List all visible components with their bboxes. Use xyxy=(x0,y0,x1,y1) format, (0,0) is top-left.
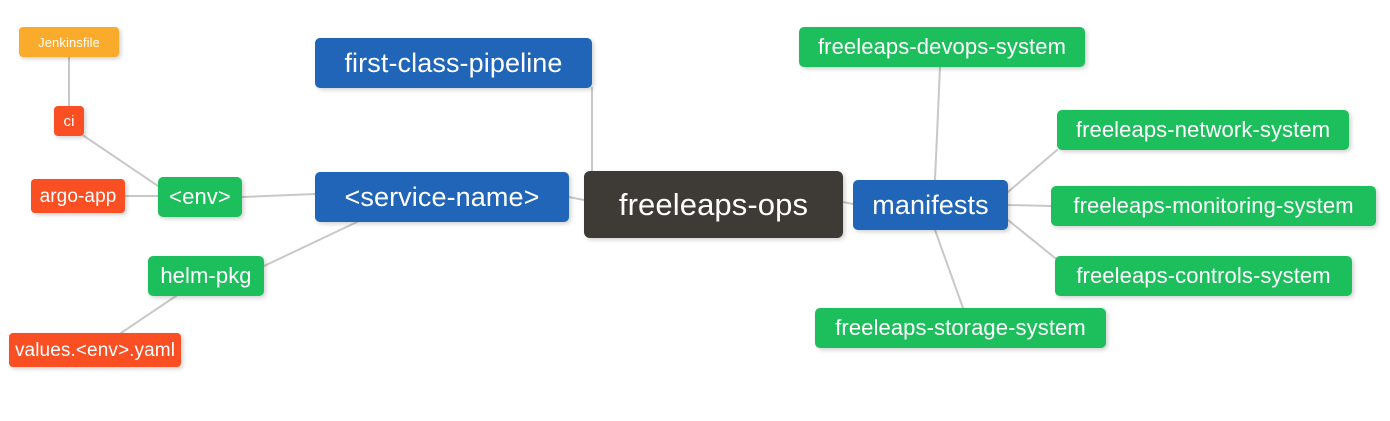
node-label-first-class-pipeline: first-class-pipeline xyxy=(344,47,563,78)
node-freeleaps-ops[interactable]: freeleaps-ops xyxy=(584,171,843,238)
edge-manifests-to-freeleaps-storage-system xyxy=(934,229,964,309)
node-values-env-yaml[interactable]: values.<env>.yaml xyxy=(9,333,181,367)
node-first-class-pipeline[interactable]: first-class-pipeline xyxy=(315,38,592,88)
edge-service-name-to-env xyxy=(241,193,316,198)
edge-manifests-to-freeleaps-devops-system xyxy=(934,66,941,181)
edge-manifests-to-freeleaps-network-system xyxy=(1007,149,1058,193)
node-manifests[interactable]: manifests xyxy=(853,180,1008,230)
node-label-freeleaps-devops-system: freeleaps-devops-system xyxy=(817,34,1067,59)
node-label-jenkinsfile: Jenkinsfile xyxy=(38,34,100,50)
node-freeleaps-monitoring-system[interactable]: freeleaps-monitoring-system xyxy=(1051,186,1376,226)
edge-manifests-to-freeleaps-monitoring-system xyxy=(1007,204,1052,207)
node-label-service-name: <service-name> xyxy=(344,181,540,212)
node-freeleaps-storage-system[interactable]: freeleaps-storage-system xyxy=(815,308,1106,348)
edge-freeleaps-ops-to-service-name xyxy=(568,196,585,201)
edge-helm-pkg-to-values-env-yaml xyxy=(120,295,177,334)
edge-manifests-to-freeleaps-controls-system xyxy=(1007,219,1056,259)
node-label-freeleaps-monitoring-system: freeleaps-monitoring-system xyxy=(1073,193,1354,218)
node-freeleaps-network-system[interactable]: freeleaps-network-system xyxy=(1057,110,1349,150)
node-label-freeleaps-ops: freeleaps-ops xyxy=(618,187,809,222)
node-service-name[interactable]: <service-name> xyxy=(315,172,569,222)
node-freeleaps-controls-system[interactable]: freeleaps-controls-system xyxy=(1055,256,1352,296)
node-label-freeleaps-network-system: freeleaps-network-system xyxy=(1075,117,1331,142)
node-ci[interactable]: ci xyxy=(54,106,84,136)
node-label-values-env-yaml: values.<env>.yaml xyxy=(14,339,176,361)
node-label-manifests: manifests xyxy=(872,189,989,220)
node-argo-app[interactable]: argo-app xyxy=(31,179,125,213)
node-label-freeleaps-controls-system: freeleaps-controls-system xyxy=(1076,263,1331,288)
edge-freeleaps-ops-to-manifests xyxy=(842,201,854,205)
node-label-argo-app: argo-app xyxy=(39,185,117,207)
node-jenkinsfile[interactable]: Jenkinsfile xyxy=(19,27,119,57)
node-env[interactable]: <env> xyxy=(158,177,242,217)
node-freeleaps-devops-system[interactable]: freeleaps-devops-system xyxy=(799,27,1085,67)
node-helm-pkg[interactable]: helm-pkg xyxy=(148,256,264,296)
edge-service-name-to-helm-pkg xyxy=(263,221,358,267)
node-label-env: <env> xyxy=(169,184,231,209)
node-label-freeleaps-storage-system: freeleaps-storage-system xyxy=(835,315,1086,340)
node-label-helm-pkg: helm-pkg xyxy=(160,263,252,288)
node-label-ci: ci xyxy=(63,112,75,130)
